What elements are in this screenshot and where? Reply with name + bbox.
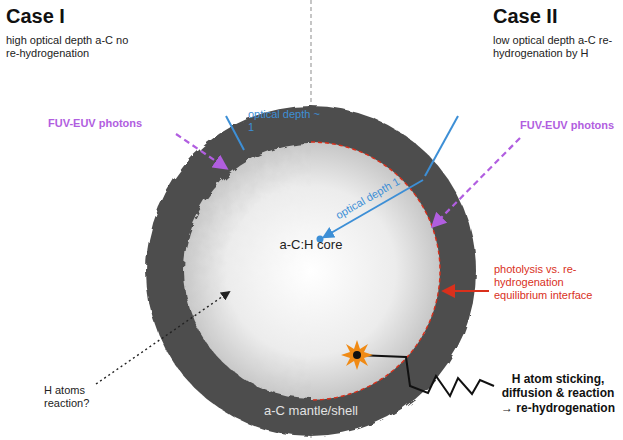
depth-label: optical depth ~ 1 [248, 108, 322, 134]
core-label: a-C:H core [181, 237, 441, 252]
photon-label: FUV-EUV photons [48, 117, 142, 130]
photon-arrow [176, 134, 226, 168]
process-label: H atom sticking, diffusion & reaction → … [498, 372, 618, 415]
photon-arrow [433, 138, 520, 226]
equilibrium-interface [311, 142, 440, 400]
mantle-circle: a-C mantle/shell a-C:H core [143, 103, 479, 439]
core-smooth-half [311, 142, 440, 400]
reaction-star [341, 340, 373, 370]
node-outline [181, 141, 441, 401]
mantle-shell [146, 106, 476, 436]
case-title: Case II [493, 4, 557, 28]
interface-label: photolysis vs. re-hydrogenation equilibr… [494, 263, 612, 303]
leader-arrow [96, 292, 229, 384]
diffusion-path [357, 355, 494, 396]
h-atom-dot [353, 351, 361, 359]
case-title: Case I [6, 4, 65, 28]
photon-label: FUV-EUV photons [520, 119, 614, 132]
depth-line [425, 116, 458, 176]
question-label: H atoms reaction? [44, 384, 102, 410]
depth-line [226, 116, 244, 150]
shell-label: a-C mantle/shell [143, 403, 479, 418]
case-note: low optical depth a-C re-hydrogenation b… [493, 34, 617, 60]
case-note: high optical depth a-C no re-hydrogenati… [6, 34, 130, 60]
depth-dot [317, 236, 324, 243]
core-circle: a-C:H core [181, 141, 441, 401]
interface-arrow [444, 290, 489, 292]
